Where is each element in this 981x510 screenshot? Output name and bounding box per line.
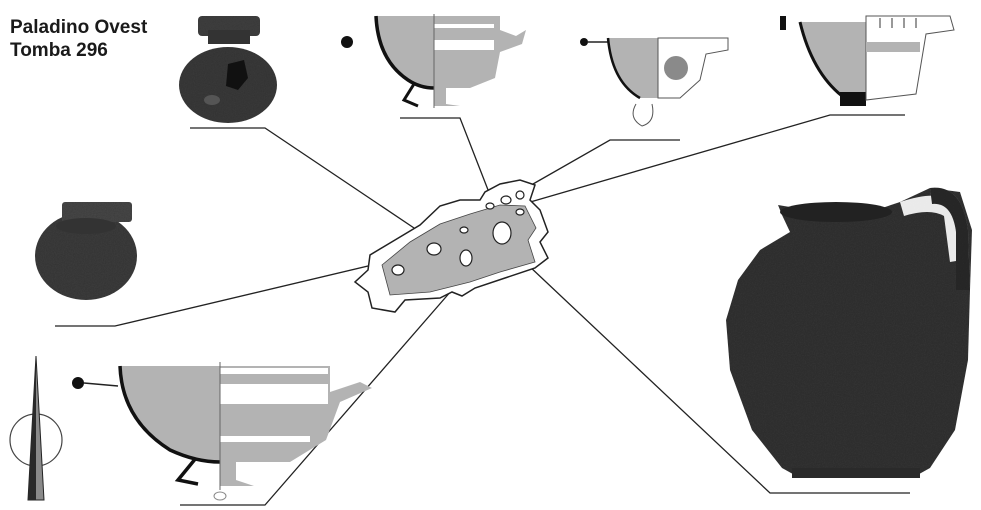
- cup-drawing-top: [341, 14, 526, 108]
- bowl-drawing-right: [780, 16, 954, 106]
- aryballos-photo-left: [35, 202, 137, 300]
- oinochoe-photo: [726, 188, 972, 478]
- leader-line-kylix-small: [512, 140, 680, 196]
- cup-drawing-large: [72, 362, 372, 500]
- kylix-drawing-small: [580, 38, 728, 126]
- leader-line-cup-top: [400, 118, 490, 195]
- north-arrow: [10, 356, 62, 500]
- aryballos-photo-top: [179, 16, 277, 123]
- leader-line-bowl-right: [520, 115, 905, 205]
- tomb-plan: [355, 180, 548, 312]
- leader-line-aryballos-top: [190, 128, 420, 232]
